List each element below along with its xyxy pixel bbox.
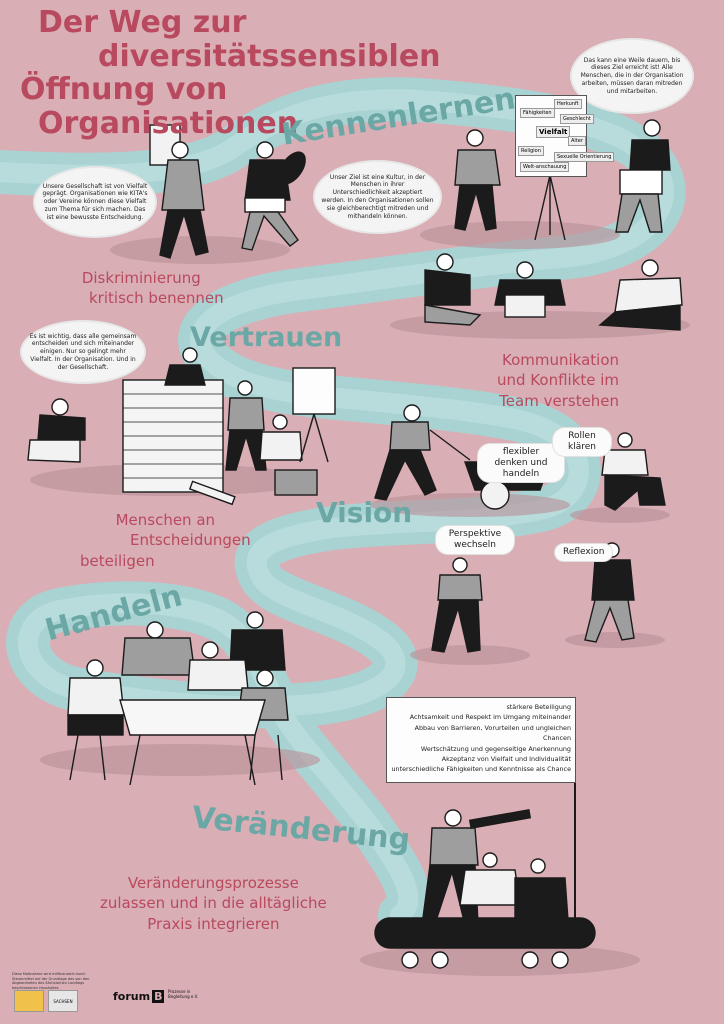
flipchart-word: Welt-anschauung: [520, 162, 570, 172]
title-line-1: Der Weg zur: [38, 5, 247, 40]
speech-bubble-kultur: Unser Ziel ist eine Kultur, in der Mensc…: [315, 162, 440, 232]
caption-diskriminierung: Diskriminierung kritisch benennen: [59, 268, 224, 309]
sign-line: Achtsamkeit und Respekt im Umgang mitein…: [409, 713, 571, 722]
change-sign: stärkere Beteiligung Achtsamkeit und Res…: [386, 697, 576, 783]
skateboard-group: [374, 809, 596, 969]
label-reflexion: Reflexion: [555, 544, 613, 561]
arms-up-person: [615, 119, 671, 233]
sign-line: unterschiedliche Fähigkeiten und Kenntni…: [391, 765, 571, 774]
sign-line: Abbau von Barrieren, Vorurteilen und ung…: [414, 723, 571, 743]
title-line-4: Organisationen: [38, 105, 299, 141]
partner-logo: [14, 990, 44, 1012]
caption-line: zulassen und in die alltägliche: [100, 894, 327, 913]
walker-with-boxes: [149, 124, 209, 259]
title-line-3: Öffnung von: [20, 72, 228, 108]
flipchart-stand: [534, 174, 566, 241]
label-rollen: Rollen klären: [553, 428, 611, 456]
prozesse-text: Prozesse in Begleitung e.V.: [168, 989, 199, 1000]
stage-vision: Vision: [316, 496, 413, 529]
flipchart-word: Geschlecht: [560, 114, 594, 124]
sitting-group: [424, 253, 683, 331]
caption-line: beteiligen: [80, 551, 155, 570]
caption-menschen: Menschen an Entscheidungen beteiligen: [80, 510, 251, 571]
caption-veraenderung: Veränderungsprozesse zulassen und in die…: [100, 873, 327, 934]
speech-bubble-gesellschaft: Unsere Gesellschaft ist von Vielfalt gep…: [35, 168, 155, 236]
meeting-table: [67, 611, 289, 786]
speech-bubble-ziel: Das kann eine Weile dauern, bis dieses Z…: [572, 40, 692, 112]
sign-line: Wertschätzung und gegenseitige Anerkennu…: [420, 744, 571, 753]
caption-line: kritisch benennen: [89, 289, 224, 308]
forum-letter: B: [152, 990, 165, 1003]
flipchart-word: Fähigkeiten: [520, 108, 555, 118]
brick-wall: [27, 347, 318, 506]
caption-line: Veränderungsprozesse: [127, 874, 299, 892]
caption-line: und Konflikte im: [497, 371, 620, 390]
sign-line: stärkere Beteiligung: [506, 703, 571, 711]
sign-line: Akzeptanz von Vielfalt und Individualitä…: [441, 754, 571, 763]
title-line-2: diversitätssensiblen: [98, 38, 441, 74]
caption-line: Team verstehen: [499, 391, 620, 410]
flipchart-word: Religion: [518, 146, 544, 156]
easel: [292, 367, 336, 463]
stage-vertrauen: Vertrauen: [190, 322, 343, 353]
label-flexibel: flexibler denken und handeln: [478, 444, 564, 483]
presenter: [454, 129, 501, 231]
caption-line: Praxis integrieren: [147, 914, 280, 933]
reflexion-person: [584, 542, 635, 643]
caption-line: Menschen an: [115, 511, 216, 529]
flipchart-vielfalt: Fähigkeiten Herkunft Geschlecht Vielfalt…: [515, 95, 615, 177]
caption-line: Diskriminierung: [81, 269, 201, 287]
caption-line: Entscheidungen: [130, 531, 251, 550]
sachsen-logo: SACHSEN: [48, 990, 78, 1012]
funding-note: Diese Maßnahme wird mitfinanziert durch …: [12, 972, 90, 990]
label-perspektive: Perspektive wechseln: [436, 526, 514, 554]
forum-text: forum: [113, 990, 151, 1003]
caption-kommunikation: Kommunikation und Konflikte im Team vers…: [497, 350, 619, 411]
binocular-person: [431, 557, 483, 653]
sachsen-logo-text: SACHSEN: [53, 998, 73, 1004]
flipchart-word: Vielfalt: [536, 126, 571, 138]
poster-title: Der Weg zur diversitätssensiblen Öffnung…: [20, 6, 441, 140]
kneeling-person: [601, 432, 666, 511]
figures: [27, 119, 683, 969]
flipchart-word: Sexuelle Orientierung: [554, 152, 615, 162]
speech-bubble-gemeinsam: Es ist wichtig, dass alle gemeinsam ents…: [22, 322, 144, 382]
flipchart-word: Alter: [568, 136, 586, 146]
walker-with-guitar: [241, 141, 306, 251]
flipchart-word: Herkunft: [554, 99, 582, 109]
caption-line: Kommunikation: [502, 351, 620, 369]
